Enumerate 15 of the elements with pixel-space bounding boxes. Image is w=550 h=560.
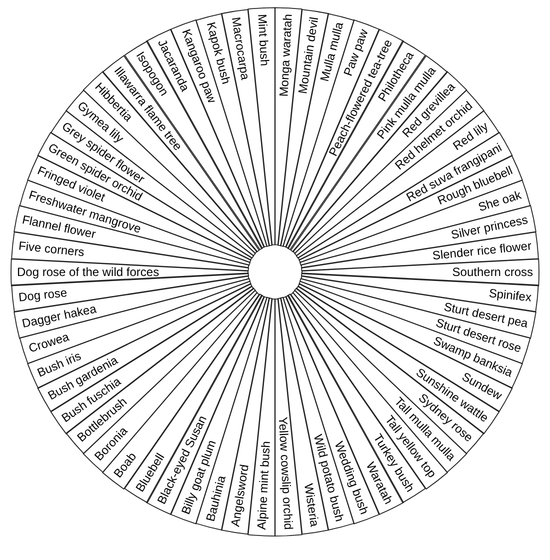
- flower-name: Dog rose of the wild forces: [17, 264, 160, 279]
- flower-name: Mint bush: [254, 14, 272, 67]
- flower-name: Angelsword: [229, 464, 252, 528]
- flower-name: Alpine mint bush: [254, 440, 274, 530]
- flower-name: Five corners: [18, 238, 85, 260]
- flower-name: Spinifex: [488, 286, 532, 306]
- flower-name: Southern cross: [452, 264, 533, 279]
- flower-name: Macrocarpa: [229, 16, 252, 81]
- flower-name: Mountain devil: [295, 16, 321, 95]
- flower-name: Yellow cowslip orchid: [275, 416, 296, 530]
- flower-name: Crowea: [26, 330, 70, 356]
- flower-name: She oak: [477, 188, 524, 215]
- flower-name: Wisteria: [300, 483, 321, 528]
- flower-name: Bauhinia: [204, 474, 229, 524]
- flower-name: Monga waratah: [276, 14, 296, 98]
